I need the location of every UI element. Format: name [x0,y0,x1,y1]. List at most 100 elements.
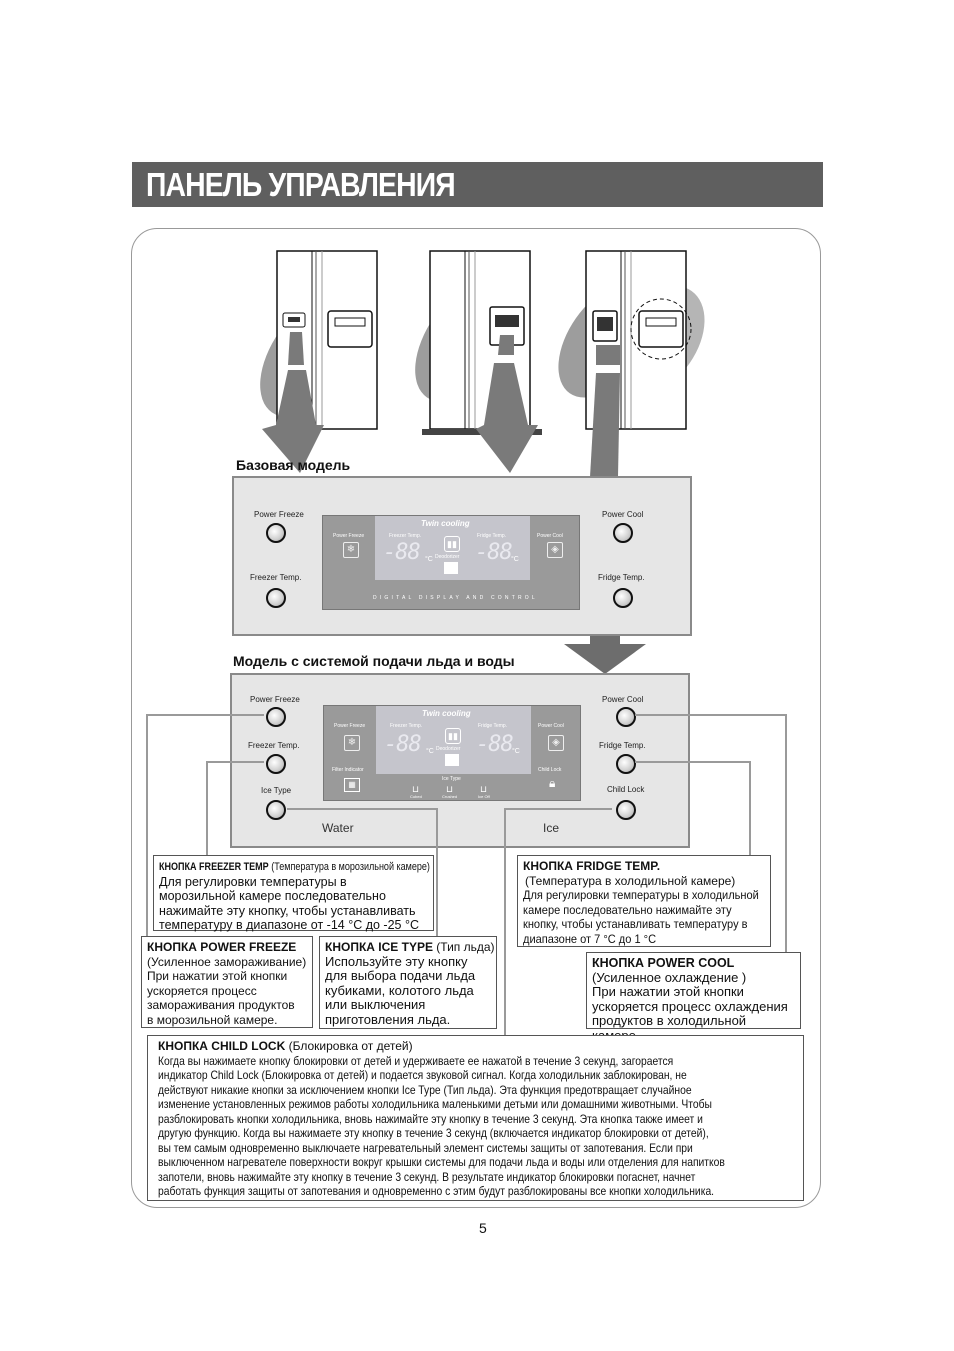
deodorizer-icon: ▮▮ [445,728,461,744]
basic-model-label: Базовая модель [236,457,351,473]
fridge-temp-line: камере последовательно нажимайте эту [523,902,732,917]
display-power-freeze: Power Freeze [334,723,366,729]
fridge-digits: -88 [476,732,514,757]
deodorizer-icon: ▮▮ [444,536,460,552]
digital-display: Twin cooling Power Freeze Freezer Temp. … [323,705,581,801]
page-title: ПАНЕЛЬ УПРАВЛЕНИЯ [146,166,456,203]
crushed-icon: ⊔ [446,784,454,794]
power-cool-button[interactable] [613,523,633,543]
fridge-temp-line: диапазоне от 7 °C до 1 °C [523,931,657,946]
power-freeze-button[interactable] [266,523,286,543]
child-lock-line: запотели, вновь нажимайте эту кнопку в т… [158,1169,696,1184]
freezer-digits: -88 [384,732,422,757]
power-freeze-button[interactable] [266,707,286,727]
ice-type-heading: КНОПКА ICE TYPE [325,940,433,954]
snowflake-icon: ❄ [343,542,359,558]
fridge-temp-heading: КНОПКА FRIDGE TEMP. [523,859,661,873]
freezer-temp-box: КНОПКА FREEZER TEMP (Температура в мороз… [153,855,434,933]
child-lock-heading: КНОПКА CHILD LOCK [158,1039,286,1053]
power-freeze-line: ускоряется процесс [147,983,257,998]
freezer-temp-button[interactable] [266,588,286,608]
content-frame [131,228,821,1208]
ice-type-button[interactable] [266,800,286,820]
child-lock-line: вы тем самым одновременно выключаете наг… [158,1140,693,1155]
power-cool-line: (Усиленное охлаждение ) [592,969,747,985]
display-power-freeze: Power Freeze [333,533,365,539]
child-lock-line: Когда вы нажимаете кнопку блокировки от … [158,1053,674,1068]
freezer-temp-line: морозильной камере последовательно [159,889,386,904]
ice-type-box: КНОПКА ICE TYPE (Тип льда) Используйте э… [319,936,497,1029]
power-freeze-line: в морозильной камере. [147,1012,278,1027]
child-lock-button[interactable] [616,800,636,820]
ice-label: Ice [543,821,560,835]
child-lock-line: действуют никакие кнопки за исключением … [158,1082,692,1097]
ice-type-line: кубиками, колотого льда [325,982,474,998]
ice-type-label: Ice Type [261,786,292,795]
lock-icon: 🔒︎ [549,776,556,790]
ice-type-heading-note: (Тип льда) [436,940,495,954]
ice-type-line: для выбора подачи льда [325,968,476,984]
freezer-temp-label: Freezer Temp. [250,573,302,582]
cubed-label: Cubed [410,794,422,799]
power-cool-label: Power Cool [602,510,644,519]
ice-off-label: Ice Off [478,794,490,799]
power-freeze-line: При нажатии этой кнопки [147,969,288,984]
filter-icon: ▦ [344,778,360,792]
power-cool-label: Power Cool [602,695,644,704]
ice-type-line: Используйте эту кнопку [325,953,468,969]
freezer-digits: -88 [383,540,421,565]
basic-control-panel: Power Freeze Freezer Temp. Power Cool Fr… [232,476,692,636]
power-freeze-line: замораживания продуктов [147,998,295,1013]
display-freezer-temp: Freezer Temp. [389,533,422,539]
freezer-temp-line: Для регулировки температуры в [159,874,347,889]
child-lock-line: другую функцию. Когда вы нажимаете эту к… [158,1126,709,1140]
deodorizer-indicator [444,562,458,574]
power-freeze-heading: КНОПКА POWER FREEZE [147,940,297,954]
freezer-temp-line: нажимайте эту кнопку, чтобы устанавливат… [159,903,416,918]
fridge-temp-button[interactable] [616,754,636,774]
fridge-temp-button[interactable] [613,588,633,608]
twin-cooling-label: Twin cooling [422,709,471,718]
arrows [262,332,620,477]
ice-off-icon: ⊔ [480,784,488,794]
down-arrow [564,636,646,674]
deodorizer-label: Deodorizer [436,746,461,752]
fridge-temp-line: кнопку, чтобы устанавливать температуру … [523,917,748,932]
power-cool-line: ускоряется процесс охлаждения [592,998,788,1014]
filter-indicator-label: Filter Indicator [332,767,364,773]
freezer-temp-heading-note: (Температура в морозильной камере) [271,861,430,873]
display-fridge-temp: Fridge Temp. [477,533,507,539]
twin-cooling-label: Twin cooling [421,519,470,528]
fridge-temp-label: Fridge Temp. [598,573,645,582]
child-lock-label: Child Lock [607,785,645,794]
drop-icon: ◈ [548,735,564,751]
power-freeze-label: Power Freeze [254,510,304,519]
child-lock-box: КНОПКА CHILD LOCK (Блокировка от детей) … [147,1035,804,1201]
deodorizer-label: Deodorizer [435,554,460,560]
digital-display-caption: DIGITAL DISPLAY AND CONTROL [373,595,538,601]
child-lock-line: работать функция защиты от запотевания и… [158,1184,715,1198]
freezer-unit: °C [426,748,434,755]
page-number: 5 [479,1220,487,1236]
child-lock-line: индикатор Child Lock (Блокировка от дете… [158,1068,687,1082]
power-freeze-label: Power Freeze [250,695,300,704]
ice-type-line: или выключения [325,997,426,1013]
ice-type-display-label: Ice Type [442,776,461,782]
freezer-temp-line: температуру в диапазоне от -14 °C до -25… [159,918,419,933]
display-fridge-temp: Fridge Temp. [478,723,508,729]
power-cool-heading: КНОПКА POWER COOL [592,956,735,970]
freezer-unit: °C [425,556,433,563]
cubed-icon: ⊔ [412,784,420,794]
dispenser-model-label: Модель с системой подачи льда и воды [233,653,515,669]
fridge-unit: °C [511,556,519,563]
drop-icon: ◈ [547,542,563,558]
child-lock-line: изменение установленных режимов работы х… [158,1097,712,1111]
fridge-temp-box: КНОПКА FRIDGE TEMP. (Температура в холод… [517,855,771,947]
freezer-temp-heading: КНОПКА FREEZER TEMP [159,861,269,873]
freezer-temp-button[interactable] [266,754,286,774]
fridge-temp-line: Для регулировки температуры в холодильно… [523,888,759,903]
water-label: Water [322,821,354,835]
title-bar: ПАНЕЛЬ УПРАВЛЕНИЯ [132,162,823,207]
power-cool-box: КНОПКА POWER COOL (Усиленное охлаждение … [586,952,801,1042]
power-cool-button[interactable] [616,707,636,727]
